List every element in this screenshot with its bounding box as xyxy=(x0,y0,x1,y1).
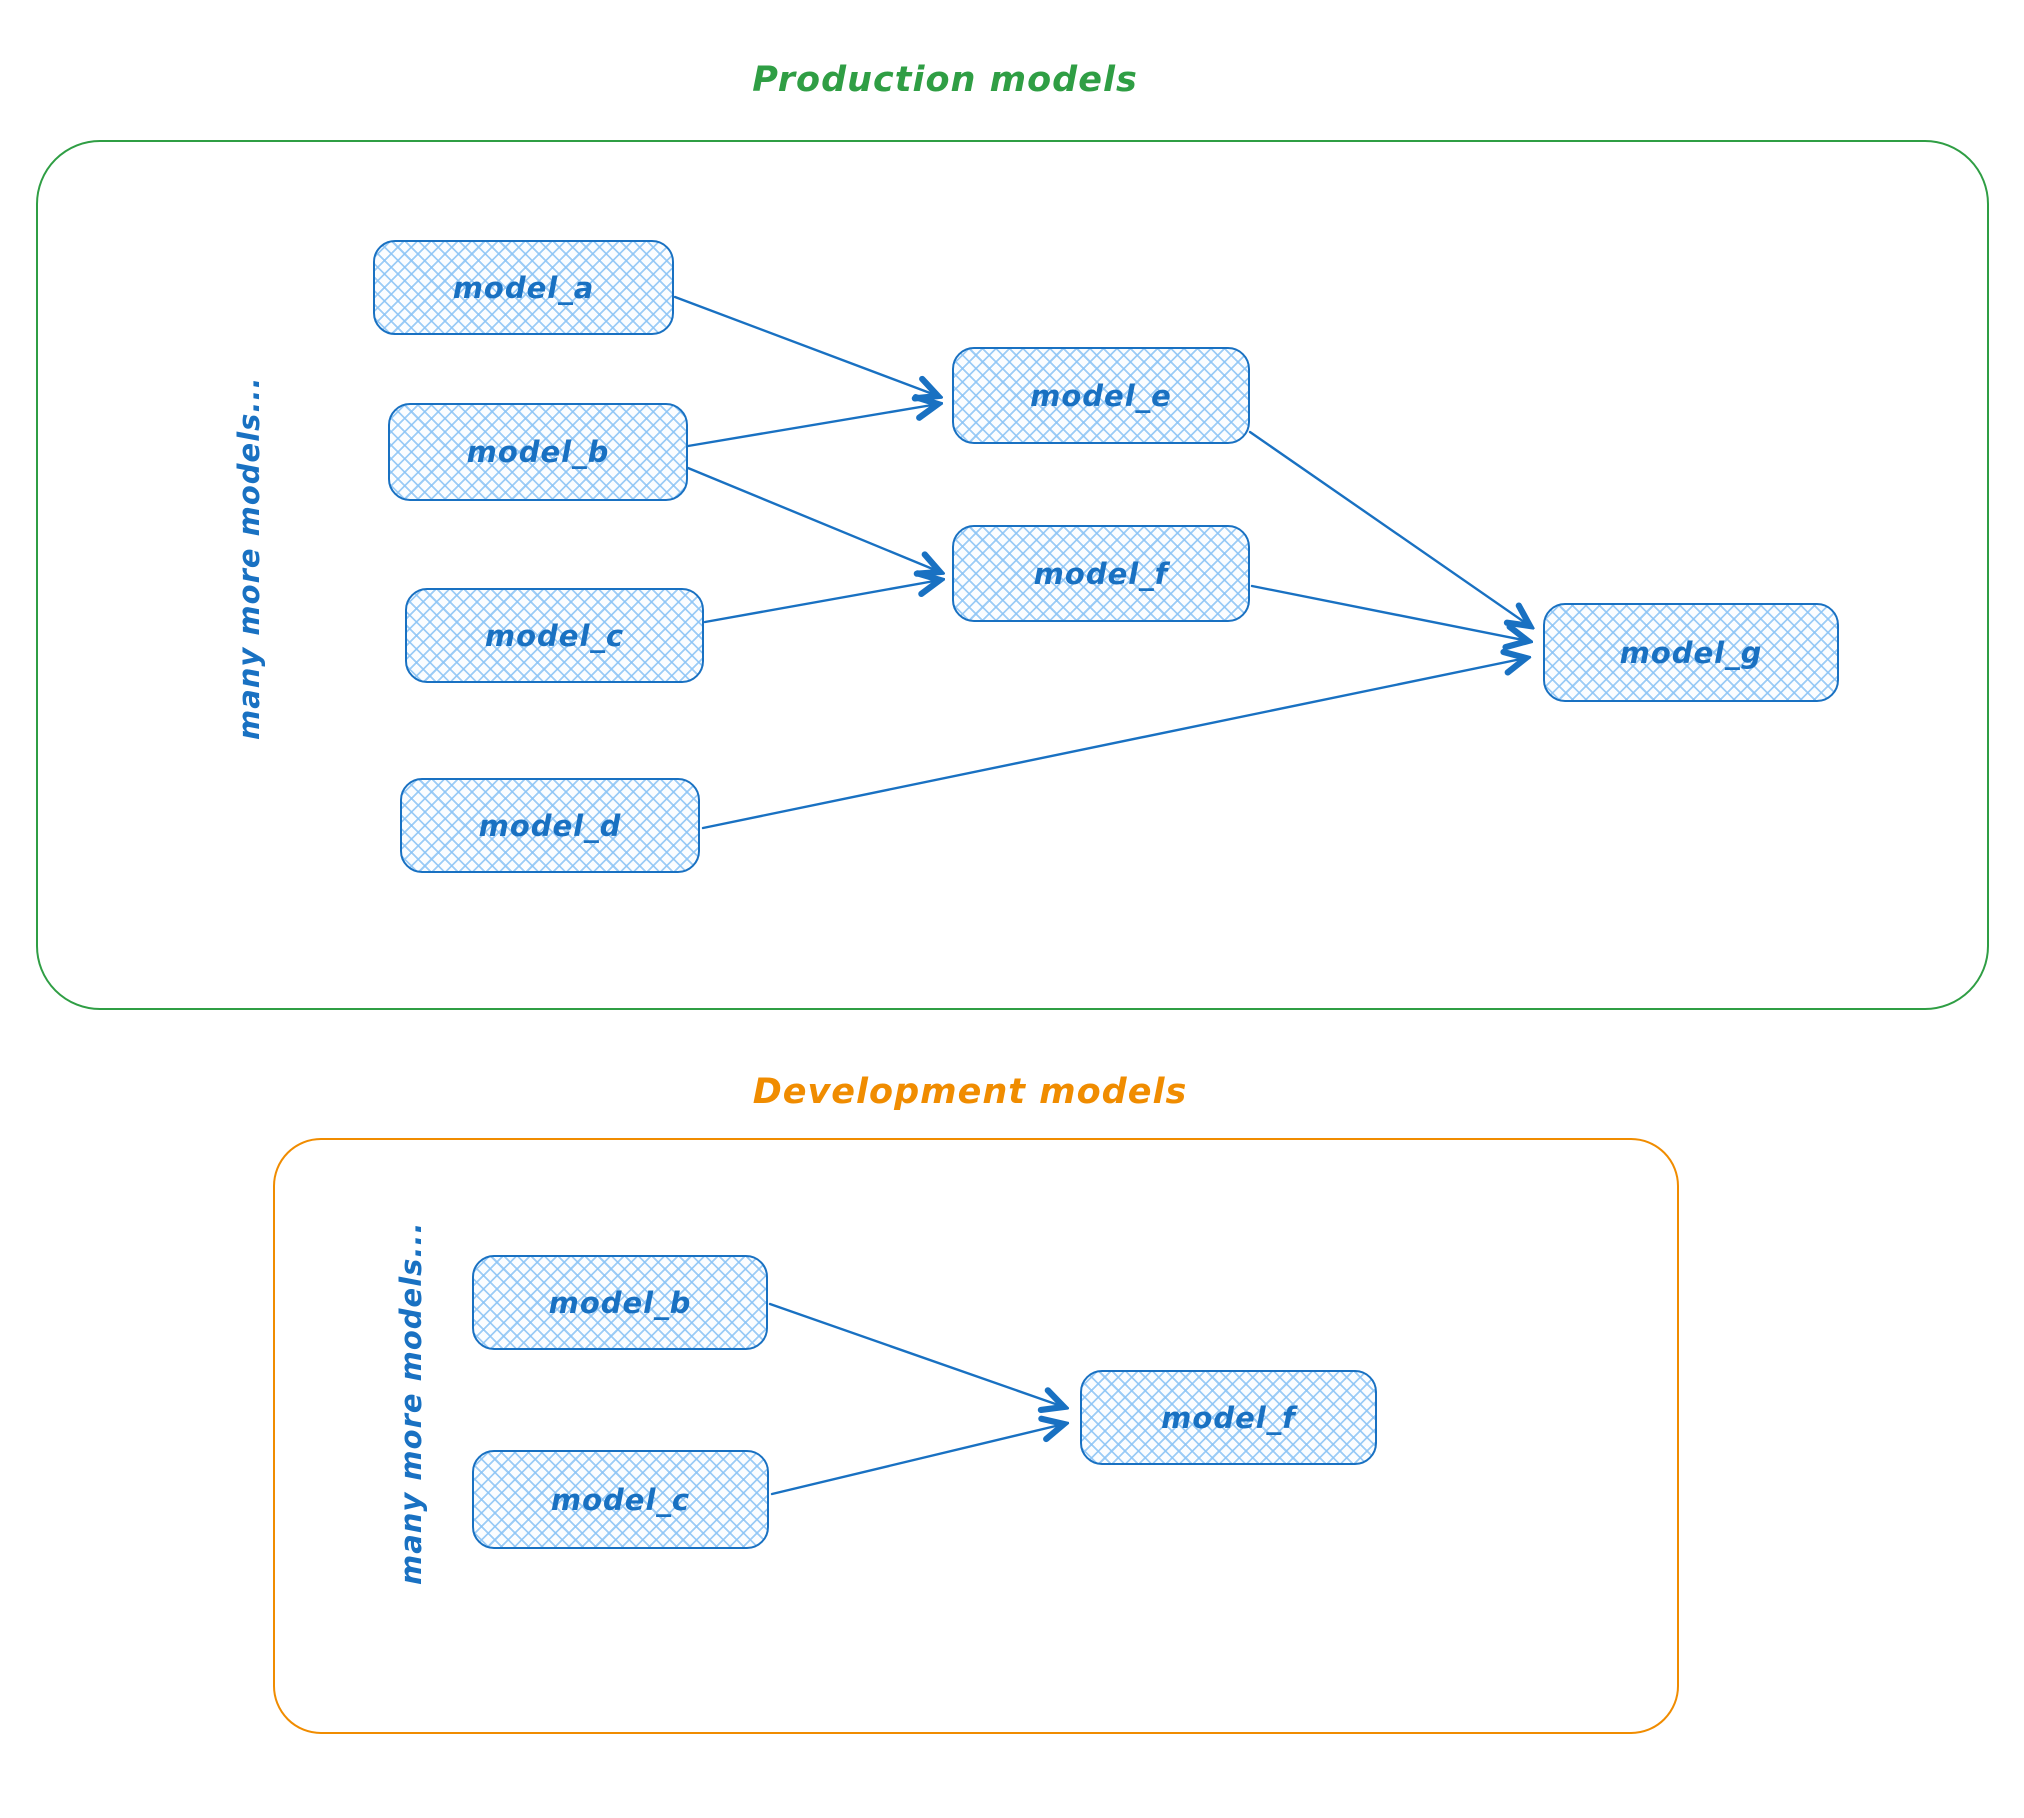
development-container-box xyxy=(273,1138,1679,1734)
node-label-dev-model_c: model_c xyxy=(550,1482,691,1517)
node-label-model_d: model_d xyxy=(478,808,622,843)
development-side-label: many more models... xyxy=(394,1221,428,1585)
node-production-model_b: model_b xyxy=(388,403,688,501)
node-label-dev-model_b: model_b xyxy=(548,1285,692,1320)
node-development-model_f: model_f xyxy=(1080,1370,1377,1465)
node-development-model_c: model_c xyxy=(472,1450,769,1549)
production-side-label: many more models... xyxy=(232,376,266,740)
node-label-model_g: model_g xyxy=(1619,635,1763,670)
node-production-model_c: model_c xyxy=(405,588,704,683)
node-production-model_d: model_d xyxy=(400,778,700,873)
node-label-model_a: model_a xyxy=(452,270,595,305)
node-production-model_f: model_f xyxy=(952,525,1250,622)
development-section-title: Development models xyxy=(752,1072,1188,1112)
production-section-title: Production models xyxy=(752,60,1138,100)
node-label-dev-model_f: model_f xyxy=(1161,1400,1296,1435)
node-label-model_c: model_c xyxy=(484,618,625,653)
node-label-model_b: model_b xyxy=(466,435,610,469)
node-label-model_f: model_f xyxy=(1033,556,1169,591)
node-development-model_b: model_b xyxy=(472,1255,768,1350)
node-production-model_g: model_g xyxy=(1543,603,1839,702)
node-label-model_e: model_e xyxy=(1030,378,1172,413)
node-production-model_a: model_a xyxy=(373,240,674,335)
production-container-box xyxy=(36,140,1989,1010)
node-production-model_e: model_e xyxy=(952,347,1250,444)
